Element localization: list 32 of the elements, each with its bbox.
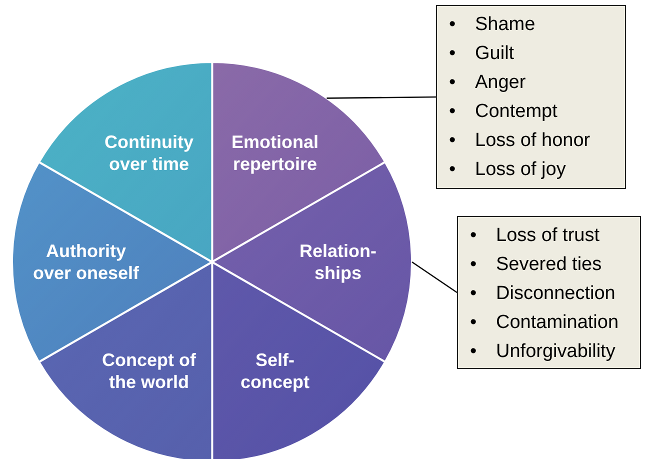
leader-line [326, 96, 436, 99]
bullet-marker: • [469, 253, 478, 277]
segment-label: Relation-ships [298, 240, 378, 284]
bullet-item: Contamination [496, 311, 619, 335]
segment-label: Emotional repertoire [230, 130, 320, 175]
bullet-marker: • [469, 340, 478, 364]
segment-label: Concept of the world [100, 349, 197, 394]
bullet-item: Shame [475, 13, 536, 37]
bullet-item: Contempt [475, 100, 558, 124]
bullet-marker: • [469, 282, 478, 306]
callout-box [436, 5, 626, 189]
bullet-item: Loss of joy [475, 158, 566, 182]
bullet-marker: • [469, 311, 478, 335]
bullet-marker: • [448, 158, 457, 182]
bullet-item: Anger [475, 71, 526, 95]
segment-label: Self-concept [239, 349, 310, 394]
leader-line [412, 261, 458, 294]
bullet-marker: • [448, 100, 457, 124]
bullet-item: Disconnection [496, 282, 616, 306]
callout-box [457, 216, 641, 369]
bullet-marker: • [448, 71, 457, 95]
bullet-marker: • [469, 224, 478, 248]
bullet-item: Guilt [475, 42, 514, 66]
bullet-marker: • [448, 42, 457, 66]
bullet-item: Loss of trust [496, 224, 600, 248]
bullet-item: Severed ties [496, 253, 602, 277]
segment-label: Authority over oneself [32, 240, 140, 284]
segment-label: Continuity over time [103, 130, 194, 175]
bullet-item: Unforgivability [496, 340, 616, 364]
bullet-marker: • [448, 129, 457, 153]
bullet-item: Loss of honor [475, 129, 590, 153]
bullet-marker: • [448, 13, 457, 37]
